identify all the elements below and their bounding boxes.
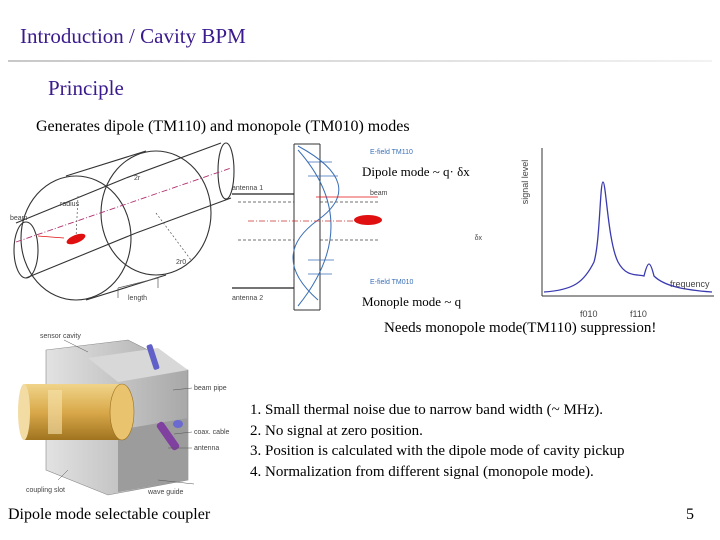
antenna-1-label: antenna 1 [232, 185, 263, 192]
tm010-field-curve [297, 149, 332, 307]
beam-label: beam [10, 215, 28, 222]
2r-label: 2r [134, 175, 141, 182]
dipole-mode-label: Dipole mode ~ q· δx [362, 164, 470, 179]
f010-tick: f010 [580, 309, 598, 319]
coupler-caption: Dipole mode selectable coupler [8, 506, 211, 523]
wave-guide-label: wave guide [147, 489, 184, 496]
antenna-label: antenna [194, 445, 219, 452]
f110-tick: f110 [630, 309, 647, 319]
key-point: 1. Small thermal noise due to narrow ban… [250, 402, 604, 418]
plot-ylabel: signal level [520, 160, 530, 205]
plot-xlabel: frequency [670, 279, 710, 289]
field-diagram: antenna 1 antenna 2 E-field TM110 E-fiel… [232, 143, 483, 311]
beam-bunch [66, 233, 86, 245]
key-point: 3. Position is calculated with the dipol… [250, 443, 625, 459]
key-point: 4. Normalization from different signal (… [250, 463, 594, 480]
monopole-mode-label: Monople mode ~ q [362, 294, 462, 309]
coupling-slot-label: coupling slot [26, 487, 65, 494]
beam-bunch [354, 215, 382, 225]
beam-label: beam [370, 190, 388, 197]
page-number: 5 [686, 506, 694, 523]
tm110-field-curve [292, 145, 340, 301]
title-divider [8, 60, 712, 62]
subtitle: Generates dipole (TM110) and monopole (T… [36, 118, 410, 135]
slide-title: Introduction / Cavity BPM [20, 24, 246, 48]
spectrum-curve [543, 181, 713, 293]
radius-label: radius [60, 201, 80, 208]
suppression-note: Needs monopole mode(TM110) suppression! [384, 320, 657, 336]
coax-cable-label: coax. cable [194, 429, 230, 436]
e-field-tm110-label: E-field TM110 [370, 149, 413, 156]
key-points-list: 1. Small thermal noise due to narrow ban… [250, 400, 625, 482]
2r0-label: 2r0 [176, 259, 186, 266]
cavity-diagram: beam radius length 2r 2r0 [10, 142, 235, 302]
key-point: 2. No signal at zero position. [250, 422, 423, 439]
beam-pipe-label: beam pipe [194, 385, 227, 392]
length-label: length [128, 295, 147, 302]
offset-label: δx [475, 235, 483, 242]
section-heading: Principle [48, 76, 124, 100]
sensor-cavity-label: sensor cavity [40, 333, 81, 340]
antenna-2-label: antenna 2 [232, 295, 263, 302]
coupler-diagram: sensor cavity beam pipe coax. cable ante… [18, 333, 230, 496]
e-field-tm010-label: E-field TM010 [370, 279, 414, 286]
spectrum-plot: signal level frequency f010 f110 [520, 148, 714, 319]
